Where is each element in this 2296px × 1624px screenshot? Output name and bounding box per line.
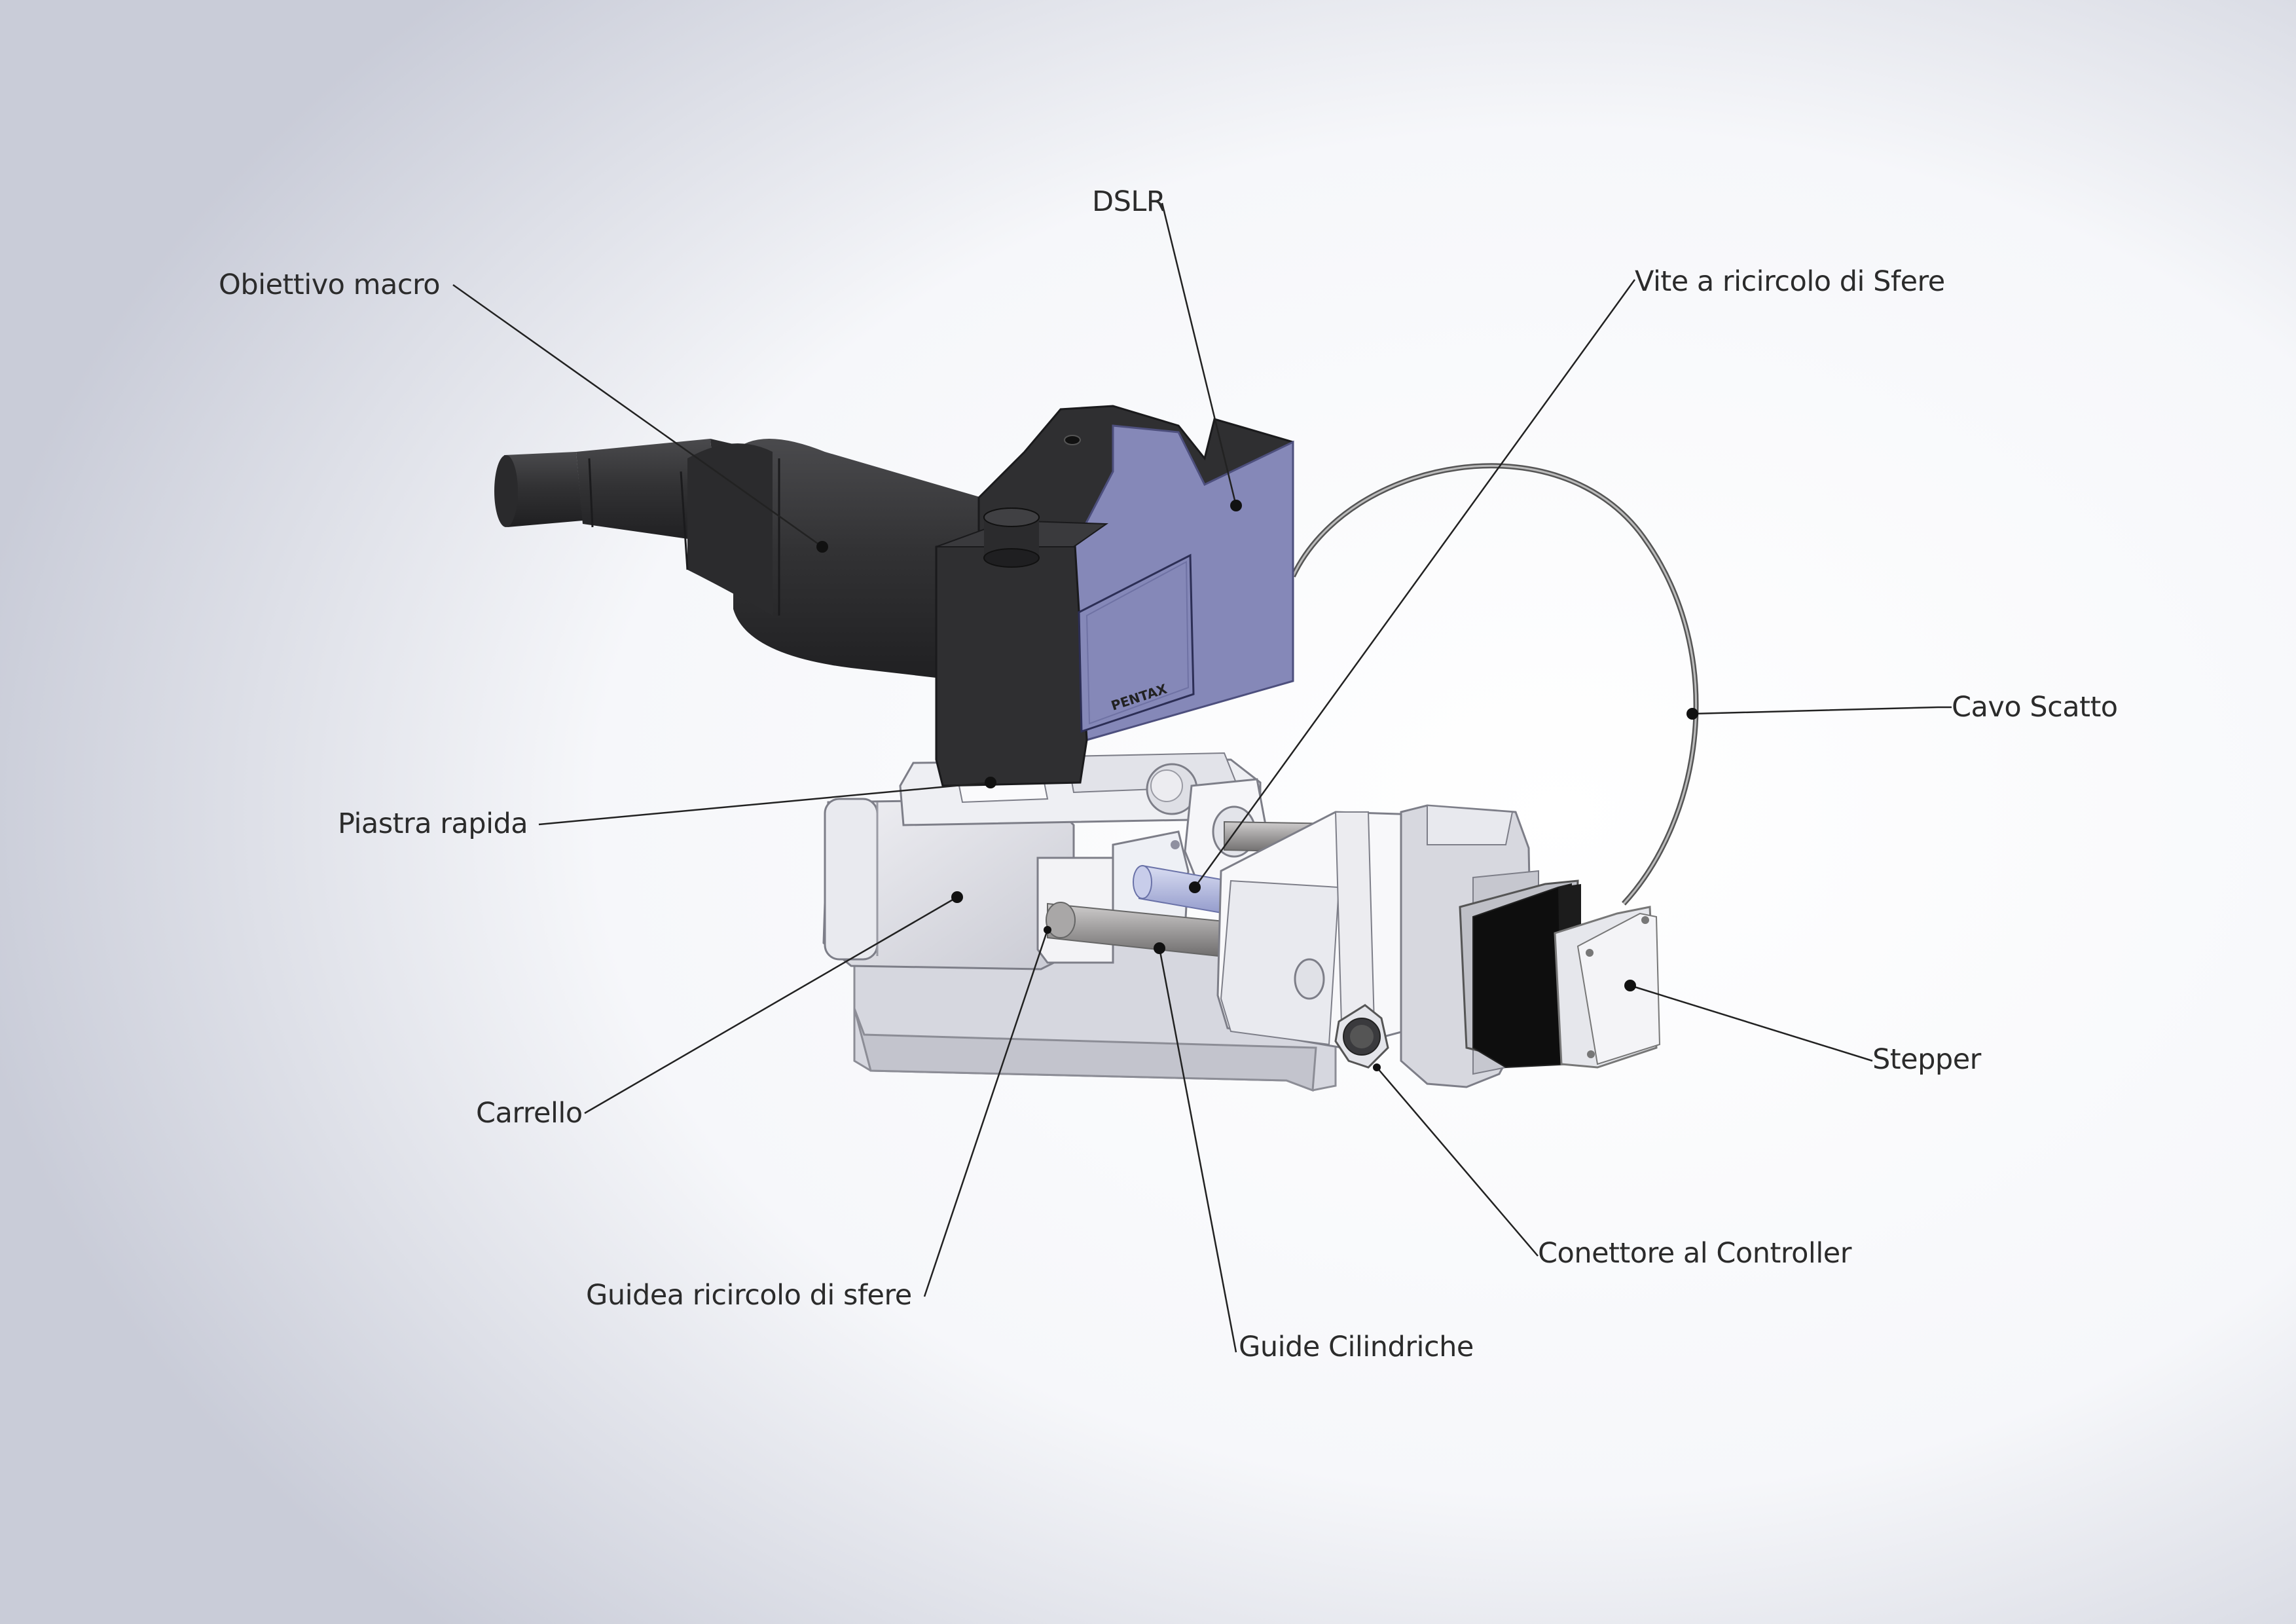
dot-cavo xyxy=(1686,708,1698,720)
label-stepper: Stepper xyxy=(1872,1043,1981,1076)
leader-carrello xyxy=(584,896,958,1115)
label-guide-cilindriche: Guide Cilindriche xyxy=(1239,1331,1474,1363)
label-obiettivo-macro: Obiettivo macro xyxy=(219,268,441,301)
dot-guide-cilindriche xyxy=(1154,942,1165,954)
leader-guide-ricircolo xyxy=(923,929,1049,1297)
controller-connector xyxy=(1334,1004,1389,1069)
label-connettore-controller: Conettore al Controller xyxy=(1538,1237,1851,1270)
leader-stepper xyxy=(1630,984,1873,1062)
leader-cavo xyxy=(1692,706,1952,715)
leader-piastra xyxy=(538,781,991,826)
label-carrello: Carrello xyxy=(476,1097,583,1130)
motor-end-block xyxy=(1216,811,1442,1049)
label-vite-ricircolo: Vite a ricircolo di Sfere xyxy=(1635,265,1945,298)
base-plate xyxy=(853,935,1337,1092)
label-cavo-scatto: Cavo Scatto xyxy=(1952,691,2118,724)
dot-piastra xyxy=(985,777,996,788)
stepper-motor xyxy=(1459,879,1661,1069)
dot-obiettivo xyxy=(816,541,828,553)
leader-connettore xyxy=(1376,1067,1539,1257)
label-guide-ricircolo: Guidea ricircolo di sfere xyxy=(586,1279,912,1312)
label-dslr: DSLR xyxy=(1092,185,1166,218)
dot-connettore xyxy=(1373,1063,1381,1071)
dot-carrello xyxy=(951,891,963,903)
leader-vite xyxy=(1194,279,1636,888)
carriage xyxy=(822,798,1114,970)
dot-stepper xyxy=(1624,980,1636,991)
dot-dslr xyxy=(1230,500,1242,511)
leader-obiettivo xyxy=(452,284,823,548)
dslr-camera: PENTAX xyxy=(935,405,1294,787)
dot-guide-ricircolo xyxy=(1044,926,1051,934)
dot-vite xyxy=(1189,881,1201,893)
label-piastra-rapida: Piastra rapida xyxy=(338,807,528,840)
leader-guide-cilindriche xyxy=(1158,948,1237,1353)
leader-dslr xyxy=(1161,202,1237,506)
